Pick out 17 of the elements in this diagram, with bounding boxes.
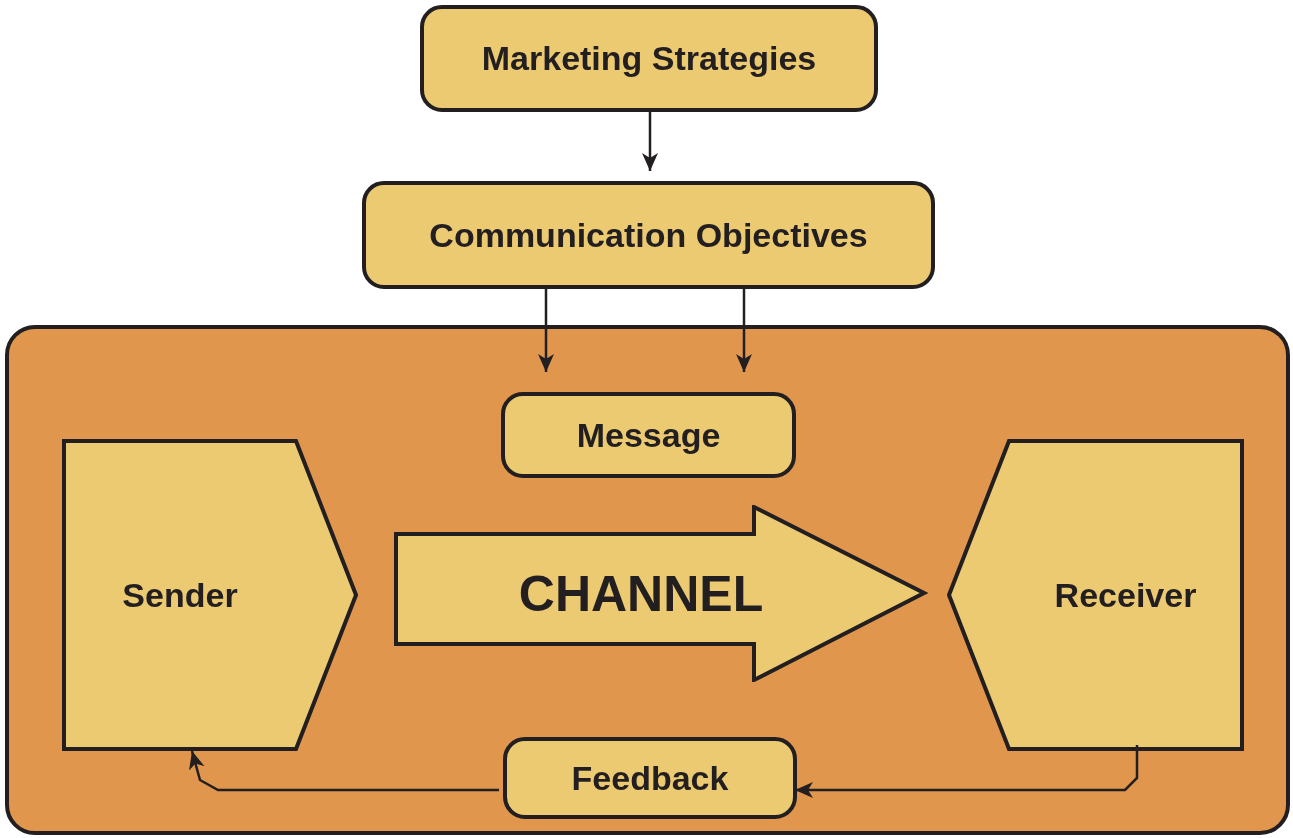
node-label: Message	[576, 415, 721, 455]
node-label: CHANNEL	[518, 564, 764, 623]
node-label: Sender	[122, 575, 238, 615]
process-box	[420, 5, 878, 112]
node-label: Marketing Strategies	[481, 39, 817, 78]
arrow	[189, 750, 499, 792]
container-panel	[5, 325, 1290, 835]
arrow	[795, 745, 1139, 798]
process-box	[501, 392, 796, 478]
arrow	[538, 289, 554, 372]
arrow	[736, 289, 752, 372]
node-label: Communication Objectives	[429, 215, 868, 255]
process-box	[362, 181, 935, 289]
node-label: Receiver	[1054, 575, 1197, 615]
node-label: Feedback	[571, 758, 729, 798]
process-box	[503, 737, 797, 819]
arrow	[642, 112, 658, 171]
